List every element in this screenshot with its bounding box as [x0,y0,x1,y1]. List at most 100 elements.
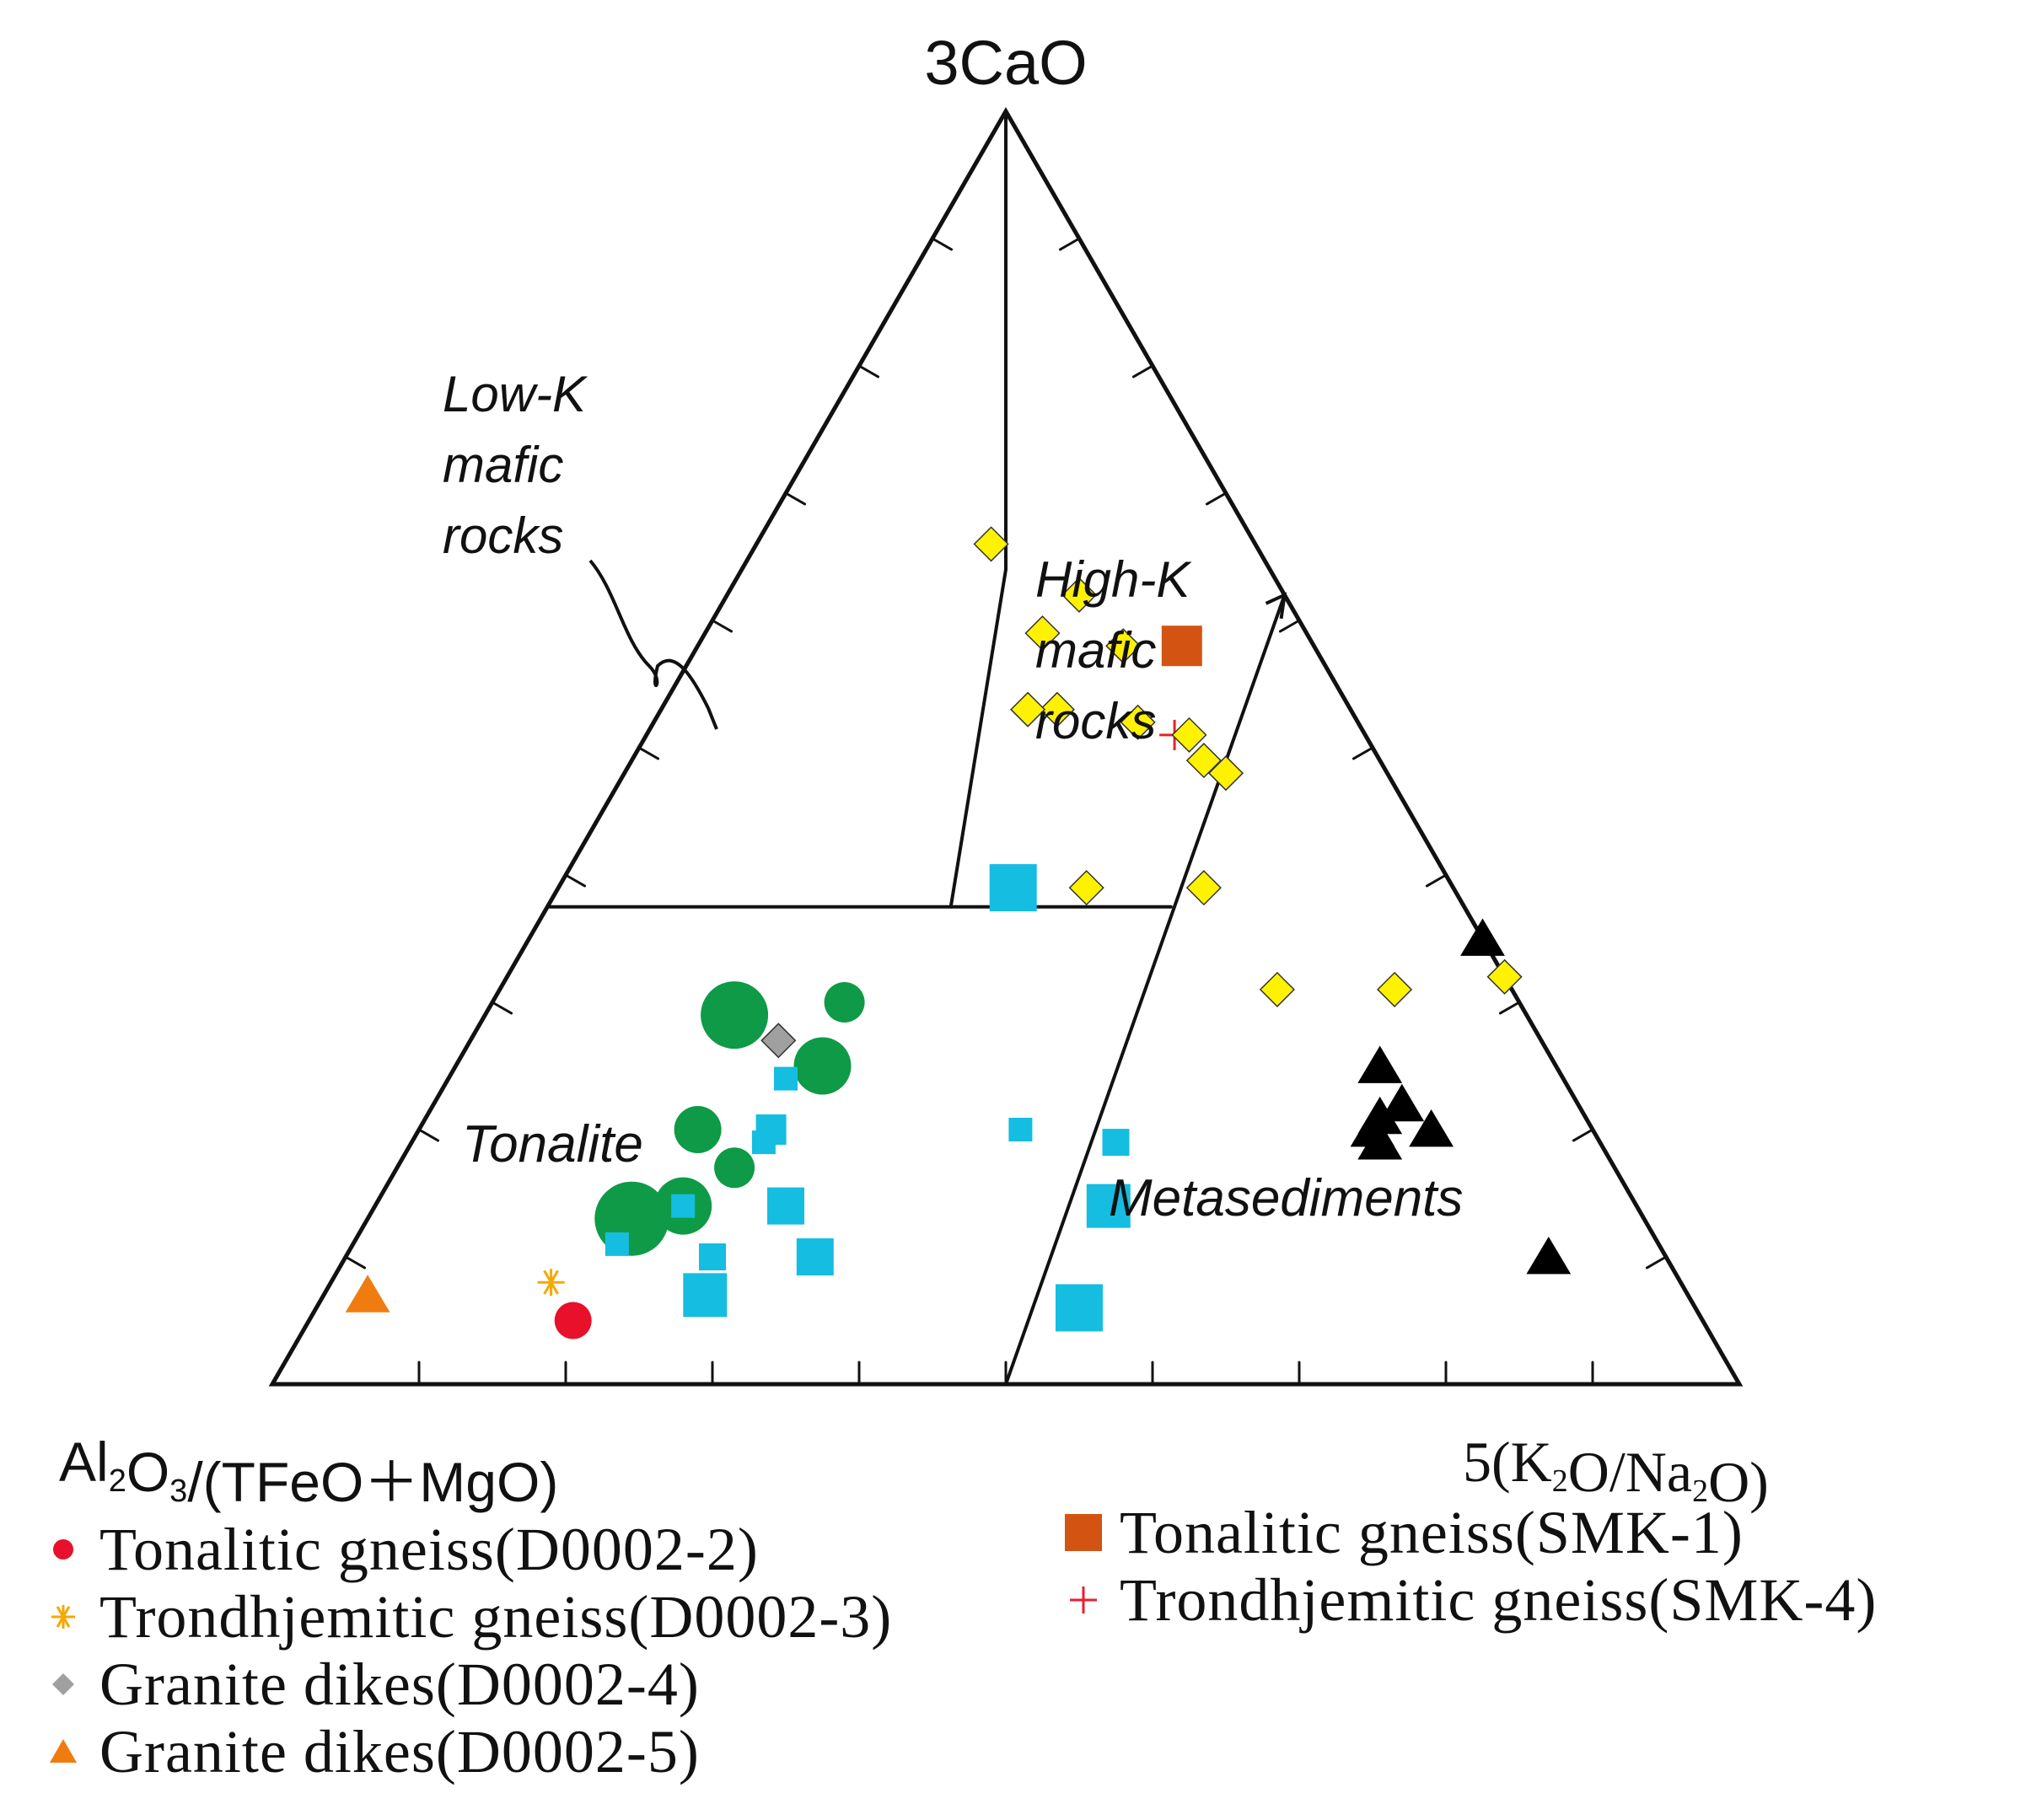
label-subscript: 2 [109,1463,126,1499]
legend-item: Tonalitic gneiss(D0002-2) [34,1516,759,1583]
legend-item: Trondhjemitic gneiss(SMK-4) [1054,1565,1878,1634]
label-run: O [126,1441,169,1503]
metasediments-boundary [1004,593,1287,1386]
series-6-point [1061,577,1098,613]
series-8-point [1008,1118,1033,1141]
series-8-point [671,1194,696,1218]
tick-mark [564,873,587,888]
tick-mark [1498,1001,1521,1015]
series-8-point [1056,1284,1103,1332]
label-subscript: 3 [169,1474,187,1509]
granite-dikes-d0002-5--point [345,1275,390,1313]
series-6-point [1185,743,1222,779]
apex-label-top: 3CaO [924,28,1087,98]
series-9-point [1357,1122,1403,1160]
series-6-point [1024,615,1061,652]
arrow-head [1265,592,1287,620]
legend-marker [1065,1514,1102,1551]
plus-marker-icon [1070,1586,1097,1613]
field-label-tonalite: Tonalite [462,1115,643,1173]
series-8-point [767,1187,804,1225]
chart-labels: 3CaOAl2O3/(TFeO＋MgO)5(K2O/Na2O)Low-Kmafi… [59,28,1769,1514]
label-subscript: 2 [1692,1474,1708,1509]
series-8-point [1086,1184,1131,1228]
series-8-point [989,864,1037,912]
tick-mark [1425,873,1448,888]
series-6-point [1207,755,1244,792]
series-8-point [796,1238,834,1275]
legend-item: Granite dikes(D0002-4) [34,1651,700,1718]
apex-label-left: Al2O3/(TFeO＋MgO) [59,1431,558,1513]
high-k-boundary [948,567,1008,909]
legend: Tonalitic gneiss(D0002-2)Trondhjemitic g… [0,1499,2042,1804]
series-8-point [1102,1129,1130,1157]
series-8-point [683,1273,728,1318]
tonalitic-gneiss-smk-1--point [1161,625,1202,667]
tonalitic-gneiss-d0002-2--point [554,1302,592,1339]
tick-mark [1205,491,1228,506]
legend-marker [52,1673,74,1695]
axis-ticks [344,237,1668,1386]
series-9-point [1357,1045,1403,1083]
legend-label: Trondhjemitic gneiss(SMK-4) [1120,1565,1878,1634]
tick-mark [1572,1128,1594,1142]
field-label-low-k: mafic [443,437,563,493]
series-8-point [751,1130,776,1155]
series-7-point [824,982,865,1023]
legend-item: Trondhjemitic gneiss(D0002-3) [34,1582,893,1651]
legend-label: Granite dikes(D0002-5) [99,1717,700,1785]
field-label-high-k: rocks [1035,693,1156,749]
label-run: 5(K [1463,1430,1552,1494]
series-7-point [714,1147,755,1189]
series-7-point [674,1106,722,1153]
series-6-point [1039,691,1075,727]
trondhjemitic-gneiss-d0002-3--point [537,1269,565,1297]
series-9-point [1379,1083,1425,1122]
apex-label-right: 5(K2O/Na2O) [1463,1430,1769,1514]
series-6-point [1010,691,1046,727]
field-label-low-k: rocks [443,507,563,564]
legend-label: Tonalitic gneiss(D0002-2) [99,1515,759,1583]
series-8-point [699,1243,726,1270]
legend-item: Tonalitic gneiss(SMK-1) [1054,1499,1744,1566]
tick-mark [417,1128,440,1142]
tick-mark [1645,1255,1668,1270]
low-k-leader [588,559,718,730]
ternary-plot: 3CaOAl2O3/(TFeO＋MgO)5(K2O/Na2O)Low-Kmafi… [59,28,1769,1514]
legend-marker [53,1539,73,1560]
square-marker-icon [1065,1514,1102,1551]
series-7-point [701,981,769,1050]
field-label-high-k: mafic [1035,622,1156,679]
label-run: O/Na [1568,1440,1692,1504]
series-7-point [793,1037,852,1095]
series-6-point [1259,971,1295,1007]
granite-dikes-d0002-4--point [760,1023,797,1059]
tick-mark [931,237,954,251]
field-boundaries [545,110,1287,1386]
series-9-point [1526,1237,1572,1275]
label-run: O) [1708,1450,1769,1514]
series-6-point [973,526,1009,562]
series-8-point [605,1232,629,1256]
legend-marker [50,1739,77,1763]
field-label-low-k: Low-K [443,366,588,422]
label-run: Al [59,1431,109,1493]
field-label-high-k: High-K [1035,551,1192,608]
series-6-point [1185,870,1222,906]
legend-label: Granite dikes(D0002-4) [99,1650,700,1718]
tick-mark [1278,619,1301,633]
series-9-point [1460,918,1505,956]
series-8-point [774,1066,798,1091]
legend-label: Trondhjemitic gneiss(D0002-3) [99,1582,893,1651]
series-6-point [1105,628,1142,664]
series-6-point [1377,971,1413,1007]
series-6-point [1171,717,1207,753]
asterisk-marker-icon [51,1605,75,1629]
triangle-marker-icon [50,1739,77,1763]
label-run: /(TFeO＋MgO) [187,1451,558,1513]
series-6-point [1068,870,1104,906]
label-subscript: 2 [1552,1463,1568,1499]
legend-item: Granite dikes(D0002-5) [34,1717,700,1785]
field-label-metasediments: Metasediments [1109,1169,1463,1227]
data-points [345,526,1572,1339]
